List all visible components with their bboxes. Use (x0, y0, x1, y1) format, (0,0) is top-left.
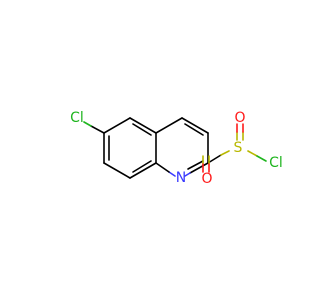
atom-cl-sulfonyl: Cl (269, 155, 283, 171)
bond-c6-cl (90, 125, 105, 134)
bond-c5-c4a (129, 117, 157, 134)
bond-c4-c3 (181, 117, 209, 134)
bond-n1-c8a (155, 162, 170, 173)
atom-cl-ring: Cl (70, 110, 84, 126)
bond-c8-c7 (103, 162, 131, 179)
bond-c8a-c8-double (132, 160, 152, 173)
bond-s-cl-b (256, 155, 267, 162)
atom-o-bottom: O (201, 171, 212, 187)
atom-s-sulfonyl: S (234, 140, 243, 156)
bond-c2-s-s-side (220, 150, 230, 156)
atom-o-top: O (234, 110, 245, 126)
bond-c6-cl-cl-side (83, 121, 92, 127)
atom-n-ring: N (176, 170, 186, 186)
bond-n1-c8a-n-side (168, 171, 176, 177)
bond-c2-n1 (189, 162, 209, 174)
bond-c2-n1-double (187, 160, 204, 170)
bond-c8a-c8 (129, 162, 157, 179)
bond-c6-c5 (103, 117, 131, 134)
bond-c4-c3-double (184, 123, 204, 136)
molecule-canvas: Cl N S O O Cl (70, 110, 283, 187)
molecule-structure: Cl N S O O Cl (70, 110, 283, 187)
bond-c2-n1-n-side (184, 172, 191, 177)
bond-c5-c4a-double (132, 123, 152, 136)
bond-s-cl-a (247, 150, 258, 157)
bond-c2-s (207, 154, 222, 164)
bond-c4a-c4 (155, 117, 183, 134)
